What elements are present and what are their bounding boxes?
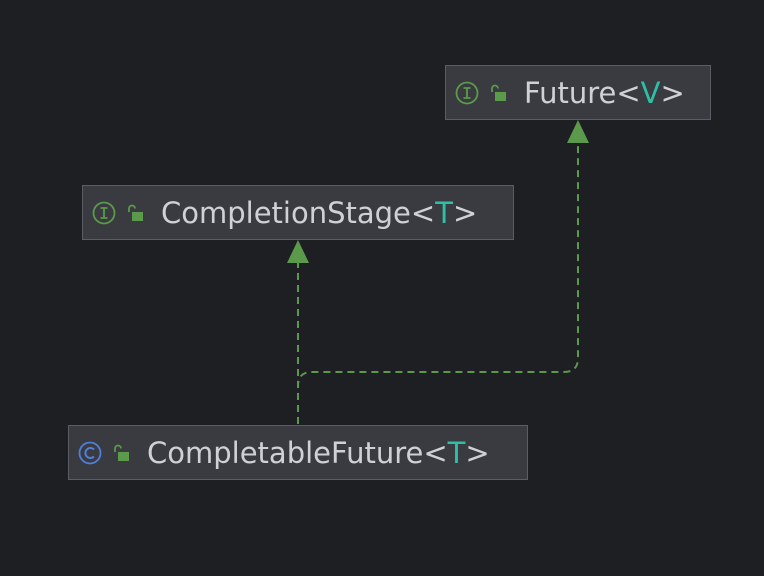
public-lock-icon [128,204,143,221]
arrowhead-future [567,120,589,143]
arrowhead-completionstage [287,240,309,263]
node-completable-future-name: CompletableFuture [147,435,424,470]
public-lock-icon [491,84,506,101]
node-completion-stage-close-bracket: > [452,195,478,230]
node-completable-future-close-bracket: > [465,435,490,470]
node-completion-stage-open-bracket: < [410,195,436,230]
node-completion-stage[interactable]: CompletionStage<T> [82,185,514,240]
interface-icon [455,81,479,104]
class-icon [78,441,102,464]
node-future-open-bracket: < [616,75,641,110]
node-completion-stage-name: CompletionStage [161,195,411,230]
node-completable-future-open-bracket: < [423,435,448,470]
node-future-close-bracket: > [660,75,685,110]
node-completion-stage-type-param: T [435,195,453,230]
node-completable-future-type-param: T [447,435,466,470]
node-future-type-param: V [640,75,661,110]
interface-icon [92,201,116,224]
edge-completablefuture-to-future [297,142,579,424]
public-lock-icon [114,444,129,461]
node-future[interactable]: Future<V> [445,65,711,120]
node-completable-future[interactable]: CompletableFuture<T> [68,425,528,480]
node-future-name: Future [524,75,617,110]
